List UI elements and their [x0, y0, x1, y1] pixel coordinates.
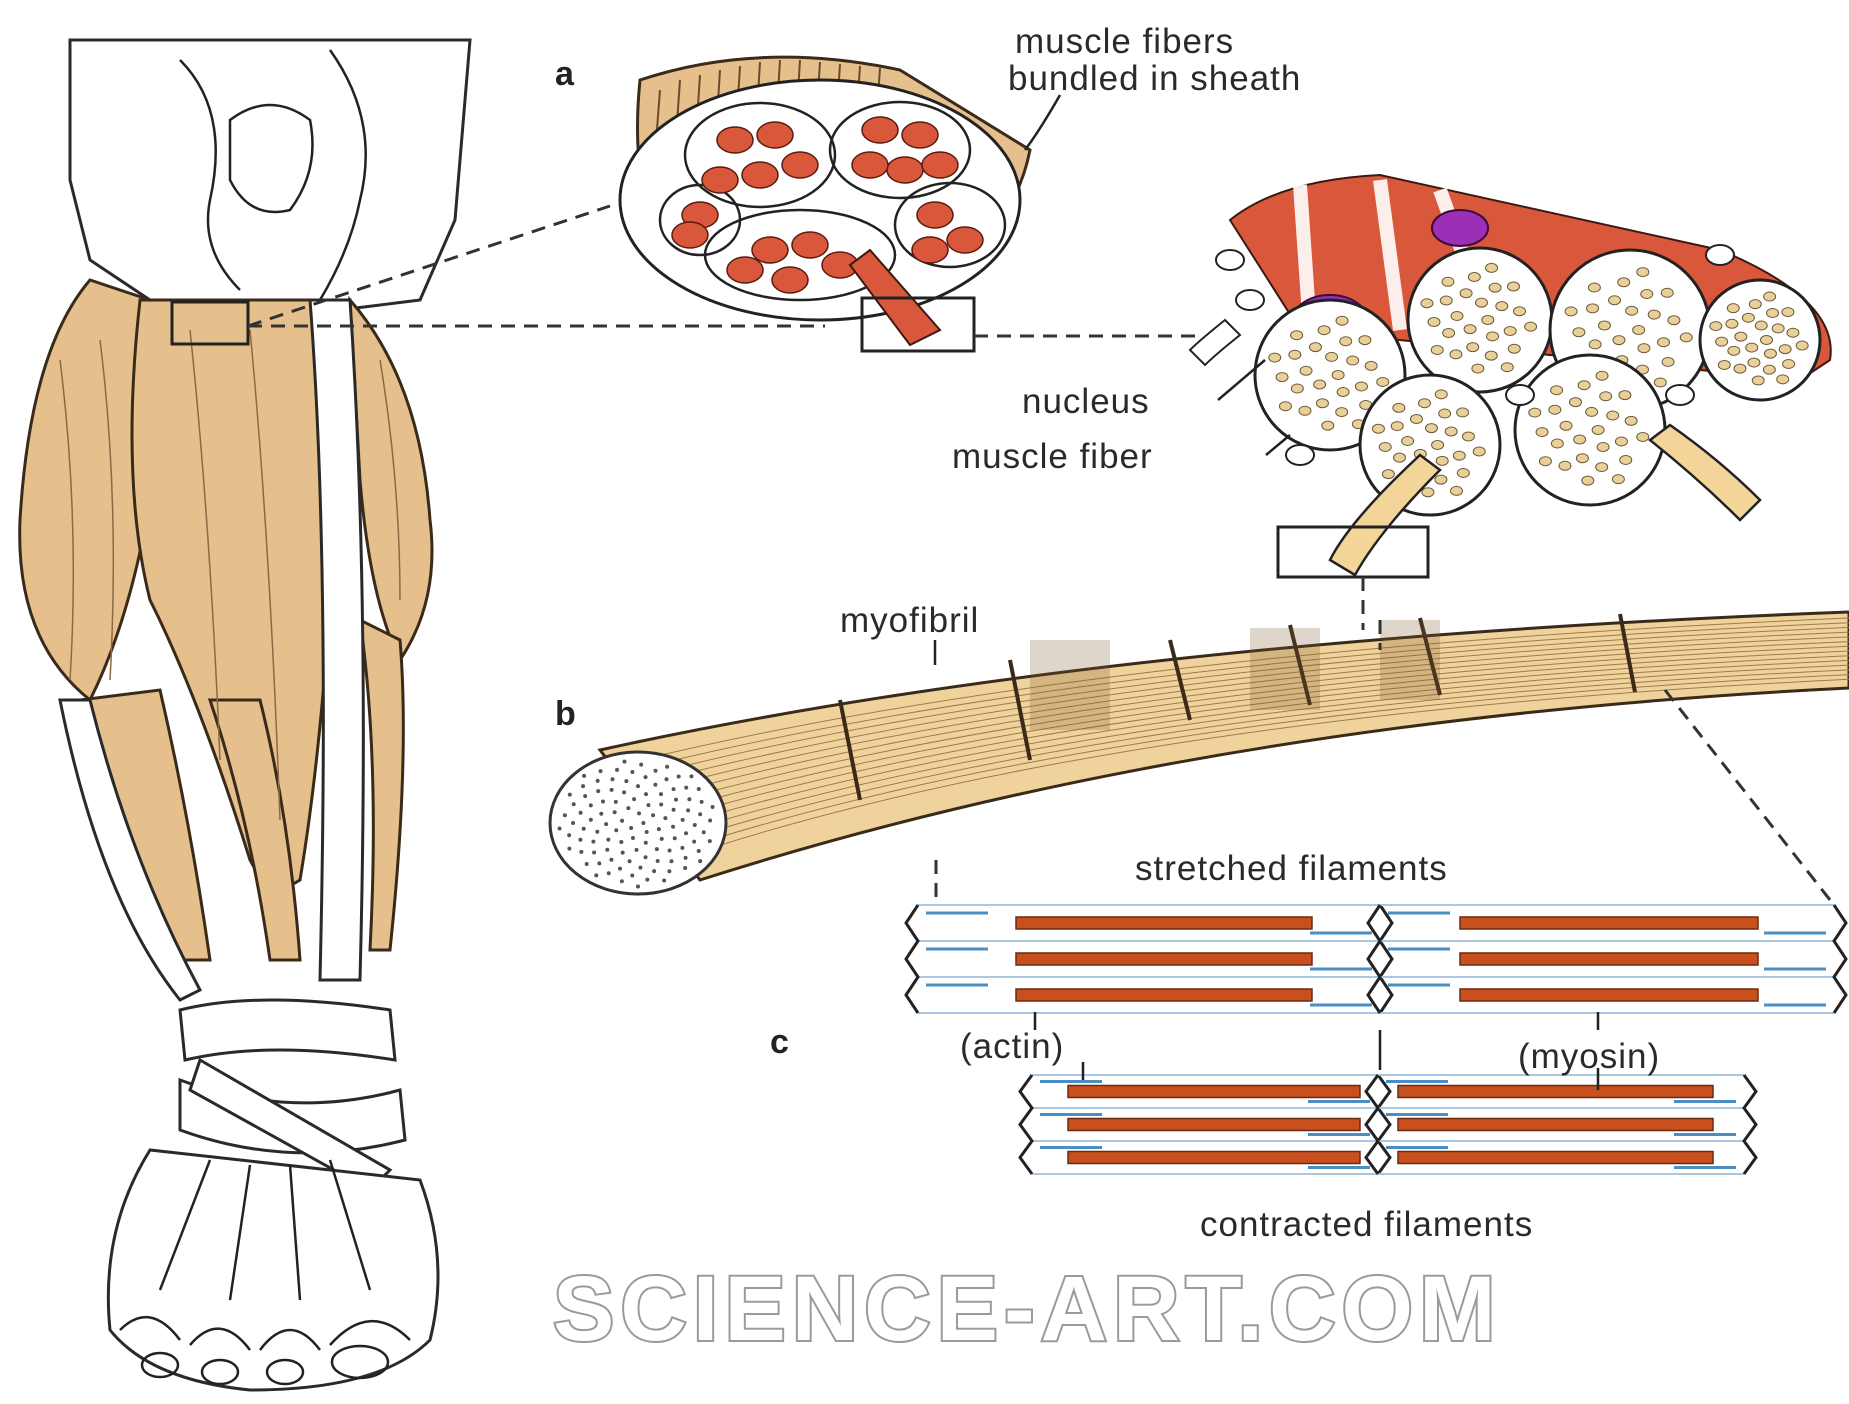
label-nucleus: nucleus: [1022, 382, 1150, 421]
watermark: SCIENCE-ART.COM: [553, 1258, 1502, 1360]
label-contracted-filaments: contracted filaments: [1200, 1205, 1533, 1244]
label-stretched-filaments: stretched filaments: [1135, 849, 1448, 888]
label-myosin: (myosin): [1518, 1037, 1660, 1076]
label-bundled-in-sheath: bundled in sheath: [1008, 59, 1301, 98]
label-myofibril: myofibril: [840, 601, 979, 640]
nucleus-purple-top: [1432, 210, 1488, 246]
panel-label-b: b: [555, 695, 576, 733]
contracted-filaments-diagram: [1020, 1075, 1756, 1174]
stretched-filaments-diagram: [906, 905, 1846, 1013]
label-actin: (actin): [960, 1027, 1064, 1066]
leg-illustration: [20, 40, 470, 1390]
panel-label-a: a: [555, 55, 575, 93]
muscle-bundle-cross-section: [620, 57, 1030, 351]
label-muscle-fiber: muscle fiber: [952, 437, 1153, 476]
label-muscle-fibers: muscle fibers: [1015, 22, 1234, 61]
panel-label-c: c: [770, 1023, 789, 1061]
muscle-fiber-block: [1190, 175, 1831, 577]
